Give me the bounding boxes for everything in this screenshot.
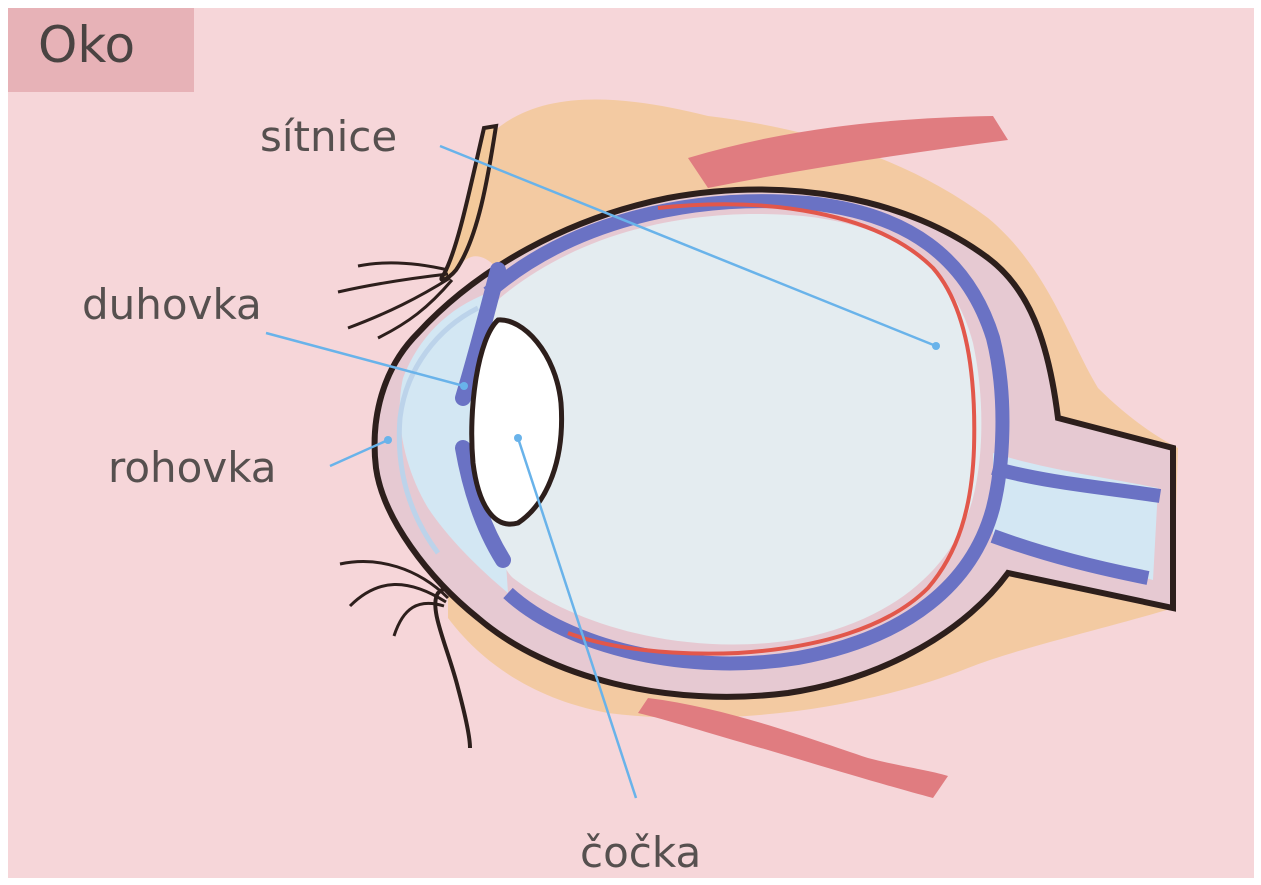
label-iris: duhovka <box>82 280 262 330</box>
label-lens: čočka <box>580 828 701 878</box>
lower-muscle <box>638 698 948 798</box>
label-cornea: rohovka <box>108 443 277 493</box>
label-retina: sítnice <box>260 112 397 162</box>
diagram-canvas: Oko <box>8 8 1254 878</box>
